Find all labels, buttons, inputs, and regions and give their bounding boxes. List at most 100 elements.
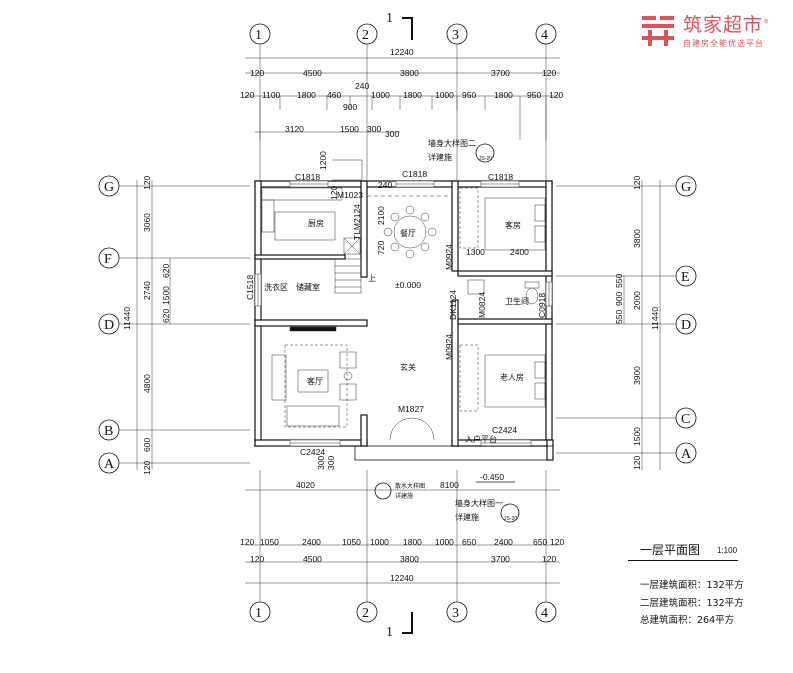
bottom-dimensions: 4020 8100 120 1050 2400 1050 1000 1800 1… — [240, 480, 564, 584]
svg-text:详建施: 详建施 — [395, 492, 413, 500]
svg-text:G: G — [104, 180, 114, 195]
room-storage: 储藏室 — [296, 282, 320, 292]
svg-text:G: G — [681, 180, 691, 195]
axis-markers-bottom: 1 2 3 4 — [249, 601, 557, 623]
svg-text:1300: 1300 — [466, 247, 485, 257]
svg-text:1000: 1000 — [371, 90, 390, 100]
detail-callouts: 墙身大样图二 详建施 JS-20 墙身大样图一 详建施 JS-20 散水大样图 … — [374, 138, 520, 523]
svg-text:3700: 3700 — [491, 554, 510, 564]
axis-markers-left: G F D B A — [98, 175, 120, 474]
svg-text:D: D — [681, 318, 691, 333]
svg-text:1000: 1000 — [435, 537, 454, 547]
svg-text:120: 120 — [250, 68, 264, 78]
svg-text:8100: 8100 — [440, 480, 459, 490]
plan-scale: 1:100 — [717, 546, 738, 555]
room-hall: 玄关 — [400, 362, 416, 372]
svg-text:3060: 3060 — [142, 213, 152, 232]
svg-text:620: 620 — [161, 309, 171, 323]
svg-text:120: 120 — [240, 537, 254, 547]
room-dining: 餐厅 — [400, 229, 416, 238]
svg-text:300: 300 — [367, 124, 381, 134]
svg-text:12240: 12240 — [390, 573, 414, 583]
svg-text:1800: 1800 — [494, 90, 513, 100]
svg-text:1200: 1200 — [318, 151, 328, 170]
left-dimensions: 11440 120 3060 2740 4800 600 120 620 150… — [122, 176, 171, 475]
brand-name: 筑家超市® — [683, 14, 771, 36]
svg-text:1050: 1050 — [342, 537, 361, 547]
svg-text:120: 120 — [542, 68, 556, 78]
svg-text:120: 120 — [632, 176, 642, 190]
svg-text:1800: 1800 — [403, 90, 422, 100]
svg-text:A: A — [681, 447, 692, 462]
svg-text:950: 950 — [462, 90, 476, 100]
svg-text:1: 1 — [255, 606, 262, 621]
svg-text:4: 4 — [541, 606, 548, 621]
svg-text:1500: 1500 — [161, 286, 171, 305]
svg-text:1100: 1100 — [262, 90, 281, 100]
svg-text:C1518: C1518 — [245, 275, 255, 300]
svg-text:2: 2 — [362, 28, 369, 43]
svg-text:120: 120 — [550, 537, 564, 547]
svg-text:950: 950 — [527, 90, 541, 100]
svg-text:±0.000: ±0.000 — [395, 280, 421, 290]
svg-text:JS-20: JS-20 — [504, 516, 517, 522]
room-guest: 客房 — [505, 220, 521, 230]
svg-text:120: 120 — [142, 176, 152, 190]
svg-text:C: C — [681, 412, 690, 427]
room-elder: 老人房 — [500, 372, 524, 382]
svg-text:详建施: 详建施 — [455, 512, 479, 522]
svg-text:120: 120 — [632, 456, 642, 470]
opening-labels: C1818 C1818 C1818 M1023 TLM2124 M0924 M0… — [245, 151, 547, 483]
svg-text:120: 120 — [542, 554, 556, 564]
svg-text:3800: 3800 — [632, 229, 642, 248]
svg-text:C1818: C1818 — [402, 169, 427, 179]
svg-text:C1818: C1818 — [295, 172, 320, 182]
svg-text:4500: 4500 — [303, 68, 322, 78]
svg-text:2400: 2400 — [302, 537, 321, 547]
svg-text:12240: 12240 — [390, 47, 414, 57]
svg-text:240: 240 — [355, 81, 369, 91]
room-kitchen: 厨房 — [308, 218, 324, 228]
svg-text:-0.450: -0.450 — [480, 472, 504, 482]
svg-text:720: 720 — [376, 241, 386, 255]
section-mark-top: 1 — [386, 11, 393, 26]
svg-text:上: 上 — [368, 274, 376, 283]
svg-text:11440: 11440 — [650, 307, 660, 330]
svg-text:4800: 4800 — [142, 374, 152, 393]
svg-text:650: 650 — [462, 537, 476, 547]
brand-slogan: 自建房全能优选平台 — [683, 39, 764, 48]
svg-text:2100: 2100 — [376, 206, 386, 225]
area-line-total: 总建筑面积：264平方 — [640, 615, 735, 626]
svg-text:C2424: C2424 — [300, 447, 325, 457]
svg-text:墙身大样图一: 墙身大样图一 — [455, 498, 503, 508]
right-dimensions: 11440 120 3800 2000 3900 1500 120 550 90… — [614, 176, 661, 470]
svg-text:3700: 3700 — [491, 68, 510, 78]
svg-text:1500: 1500 — [632, 427, 642, 446]
svg-text:TLM2124: TLM2124 — [352, 204, 362, 240]
svg-text:M0924: M0924 — [444, 334, 454, 360]
svg-text:300: 300 — [316, 456, 326, 470]
svg-text:1800: 1800 — [403, 537, 422, 547]
title-underline — [628, 560, 738, 561]
top-dimensions: 12240 120 4500 3800 3700 120 120 1100 18… — [240, 47, 563, 140]
room-entry: 入户平台 — [465, 434, 497, 444]
svg-text:C0918: C0918 — [537, 293, 547, 318]
svg-text:1500: 1500 — [340, 124, 359, 134]
svg-text:3: 3 — [452, 606, 459, 621]
svg-text:2: 2 — [362, 606, 369, 621]
svg-text:120: 120 — [549, 90, 563, 100]
svg-text:C2424: C2424 — [492, 425, 517, 435]
svg-text:1000: 1000 — [435, 90, 454, 100]
svg-text:120: 120 — [250, 554, 264, 564]
svg-text:E: E — [681, 270, 690, 285]
axis-markers-top: 1 2 3 4 — [249, 23, 557, 45]
svg-text:300: 300 — [385, 129, 399, 139]
svg-text:120: 120 — [240, 90, 254, 100]
svg-text:550: 550 — [614, 310, 624, 324]
svg-text:2000: 2000 — [632, 291, 642, 310]
svg-text:2740: 2740 — [142, 281, 152, 300]
plan-title: 一层平面图 — [640, 543, 701, 557]
svg-text:460: 460 — [327, 90, 341, 100]
room-living: 客厅 — [307, 376, 323, 386]
